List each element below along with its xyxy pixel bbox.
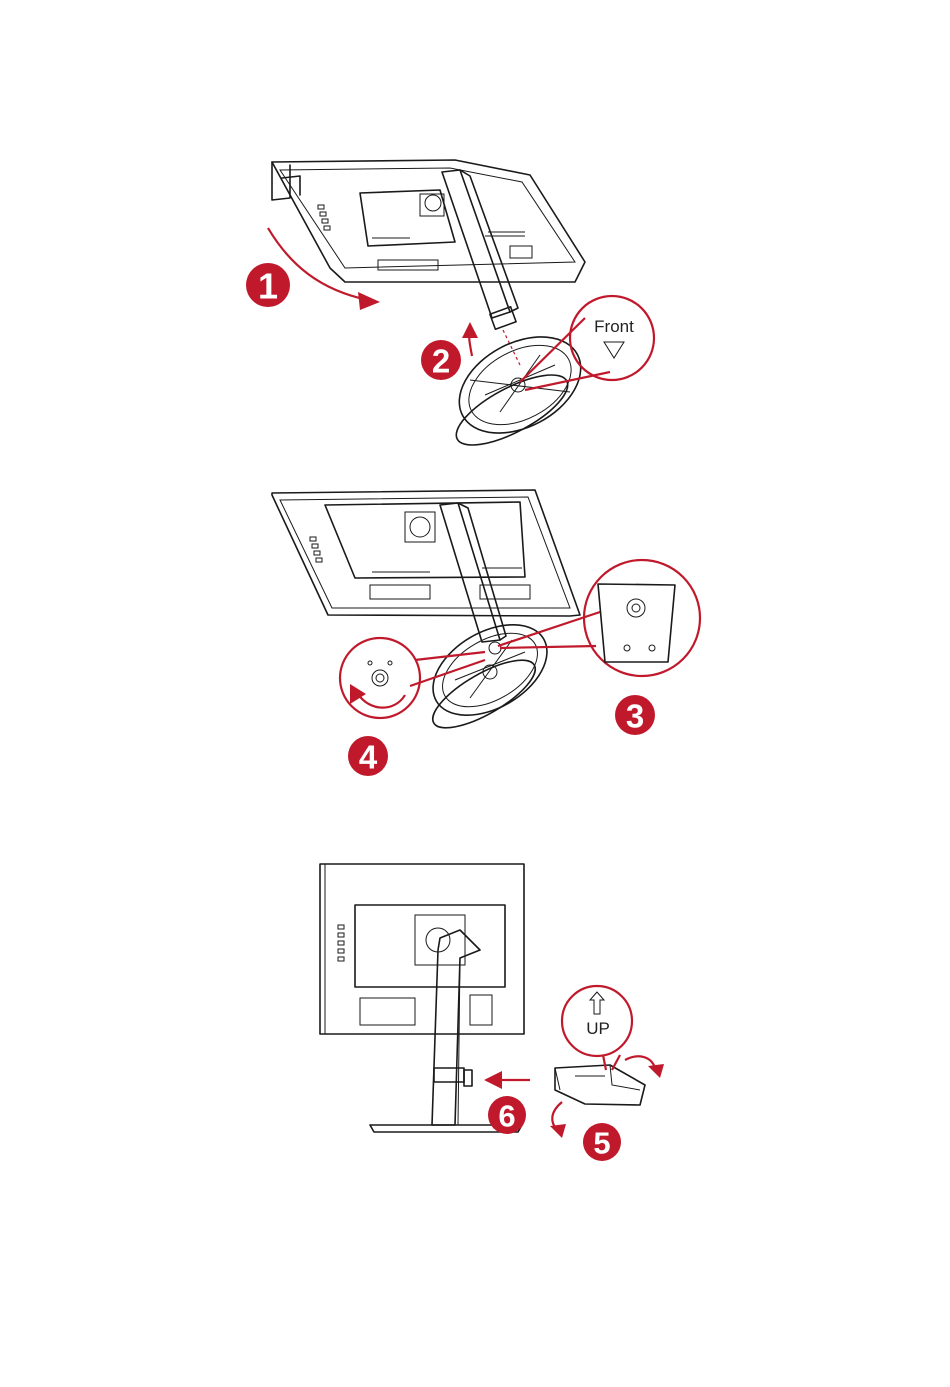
step-3-badge: 3 [615, 695, 655, 735]
step-5-number: 5 [593, 1126, 610, 1161]
panel-3-monitor-side: UP [320, 864, 664, 1138]
step-3-number: 3 [626, 698, 644, 735]
step-4-number: 4 [359, 739, 378, 776]
step-1-number: 1 [258, 266, 278, 307]
panel-1-monitor-back: Front [268, 160, 654, 459]
step-4-badge: 4 [348, 736, 388, 776]
front-label: Front [594, 317, 634, 336]
step-6-badge: 6 [488, 1096, 526, 1134]
step-5-badge: 5 [583, 1123, 621, 1161]
step-2-number: 2 [432, 343, 450, 380]
step-1-badge: 1 [246, 263, 290, 307]
step-2-badge: 2 [421, 340, 461, 380]
up-label: UP [586, 1019, 610, 1038]
step-6-number: 6 [498, 1099, 515, 1134]
